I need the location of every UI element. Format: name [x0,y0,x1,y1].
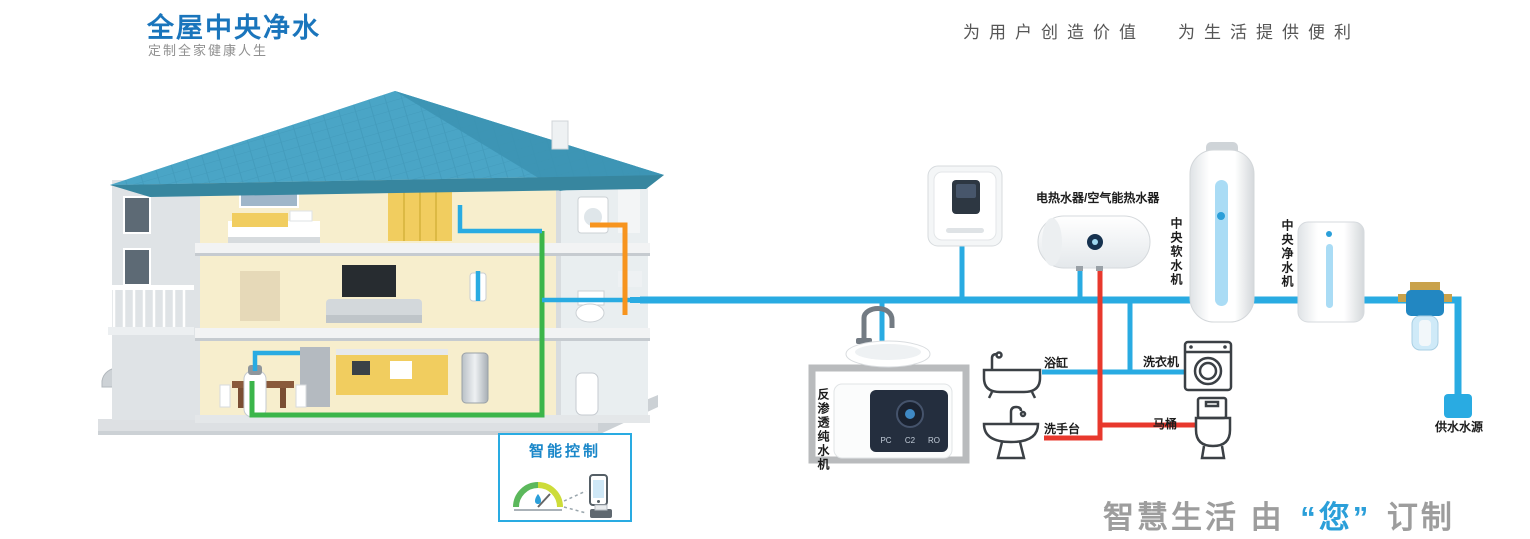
washbasin-label: 洗手台 [1044,422,1081,436]
washing-machine-label: 洗衣机 [1143,355,1180,369]
tagline-highlight: “您” [1300,500,1372,535]
water-system-schematic: PC C2 RO [640,142,1472,464]
toilet-icon [1194,396,1232,460]
controller-icon [590,504,612,518]
house-cutaway-illustration [98,91,670,435]
washing-machine-icon [1183,340,1233,392]
central-water-purifier [1297,221,1365,323]
ro-machine-unit: PC C2 RO [808,364,970,464]
page-title: 全屋中央净水 [147,13,321,43]
smart-control-panel: 智能控制 [498,433,632,522]
ro-panel-label-1: PC [880,436,891,445]
tagline-suffix: 订制 [1386,500,1455,535]
page-subtitle: 定制全家健康人生 [148,43,269,58]
slogan-right: 为生活提供便利 [1178,23,1360,42]
water-heater [1037,215,1151,271]
cold-water-pipes [640,244,1462,396]
bathtub-icon [982,351,1042,399]
toilet-label: 马桶 [1153,417,1178,431]
water-source-box [1444,394,1472,418]
hot-water-pipes [1044,260,1196,441]
house-orange-pipe [590,222,628,315]
house-roof [110,91,664,197]
water-heater-label: 电热水器/空气能热水器 [1036,191,1160,205]
ro-panel-label-2: C2 [905,436,916,445]
pre-filter [1398,282,1452,351]
house-left-wing [108,180,200,420]
ro-panel-label-3: RO [928,436,940,445]
ro-machine-label: 反渗透纯水机 [816,388,830,472]
water-drop-icon [535,494,541,504]
footer-tagline: 智慧生活 由 “您” 订制 [1103,492,1455,537]
house-green-pipe [249,231,545,418]
smart-control-graphic [513,474,612,518]
central-water-softener [1189,142,1255,323]
slogan-left: 为用户创造价值 [963,23,1145,42]
tagline-prefix: 智慧生活 由 [1103,500,1285,535]
bathtub-label: 浴缸 [1044,356,1069,370]
wall-mounted-purifier [927,165,1003,247]
ro-faucet-basin [845,306,931,368]
washbasin-icon [982,405,1040,460]
smart-control-title: 智能控制 [528,443,601,460]
water-source-label: 供水水源 [1434,420,1483,434]
central-purifier-label: 中央净水机 [1280,219,1294,289]
phone-icon [589,474,608,506]
central-softener-label: 中央软水机 [1169,217,1183,287]
